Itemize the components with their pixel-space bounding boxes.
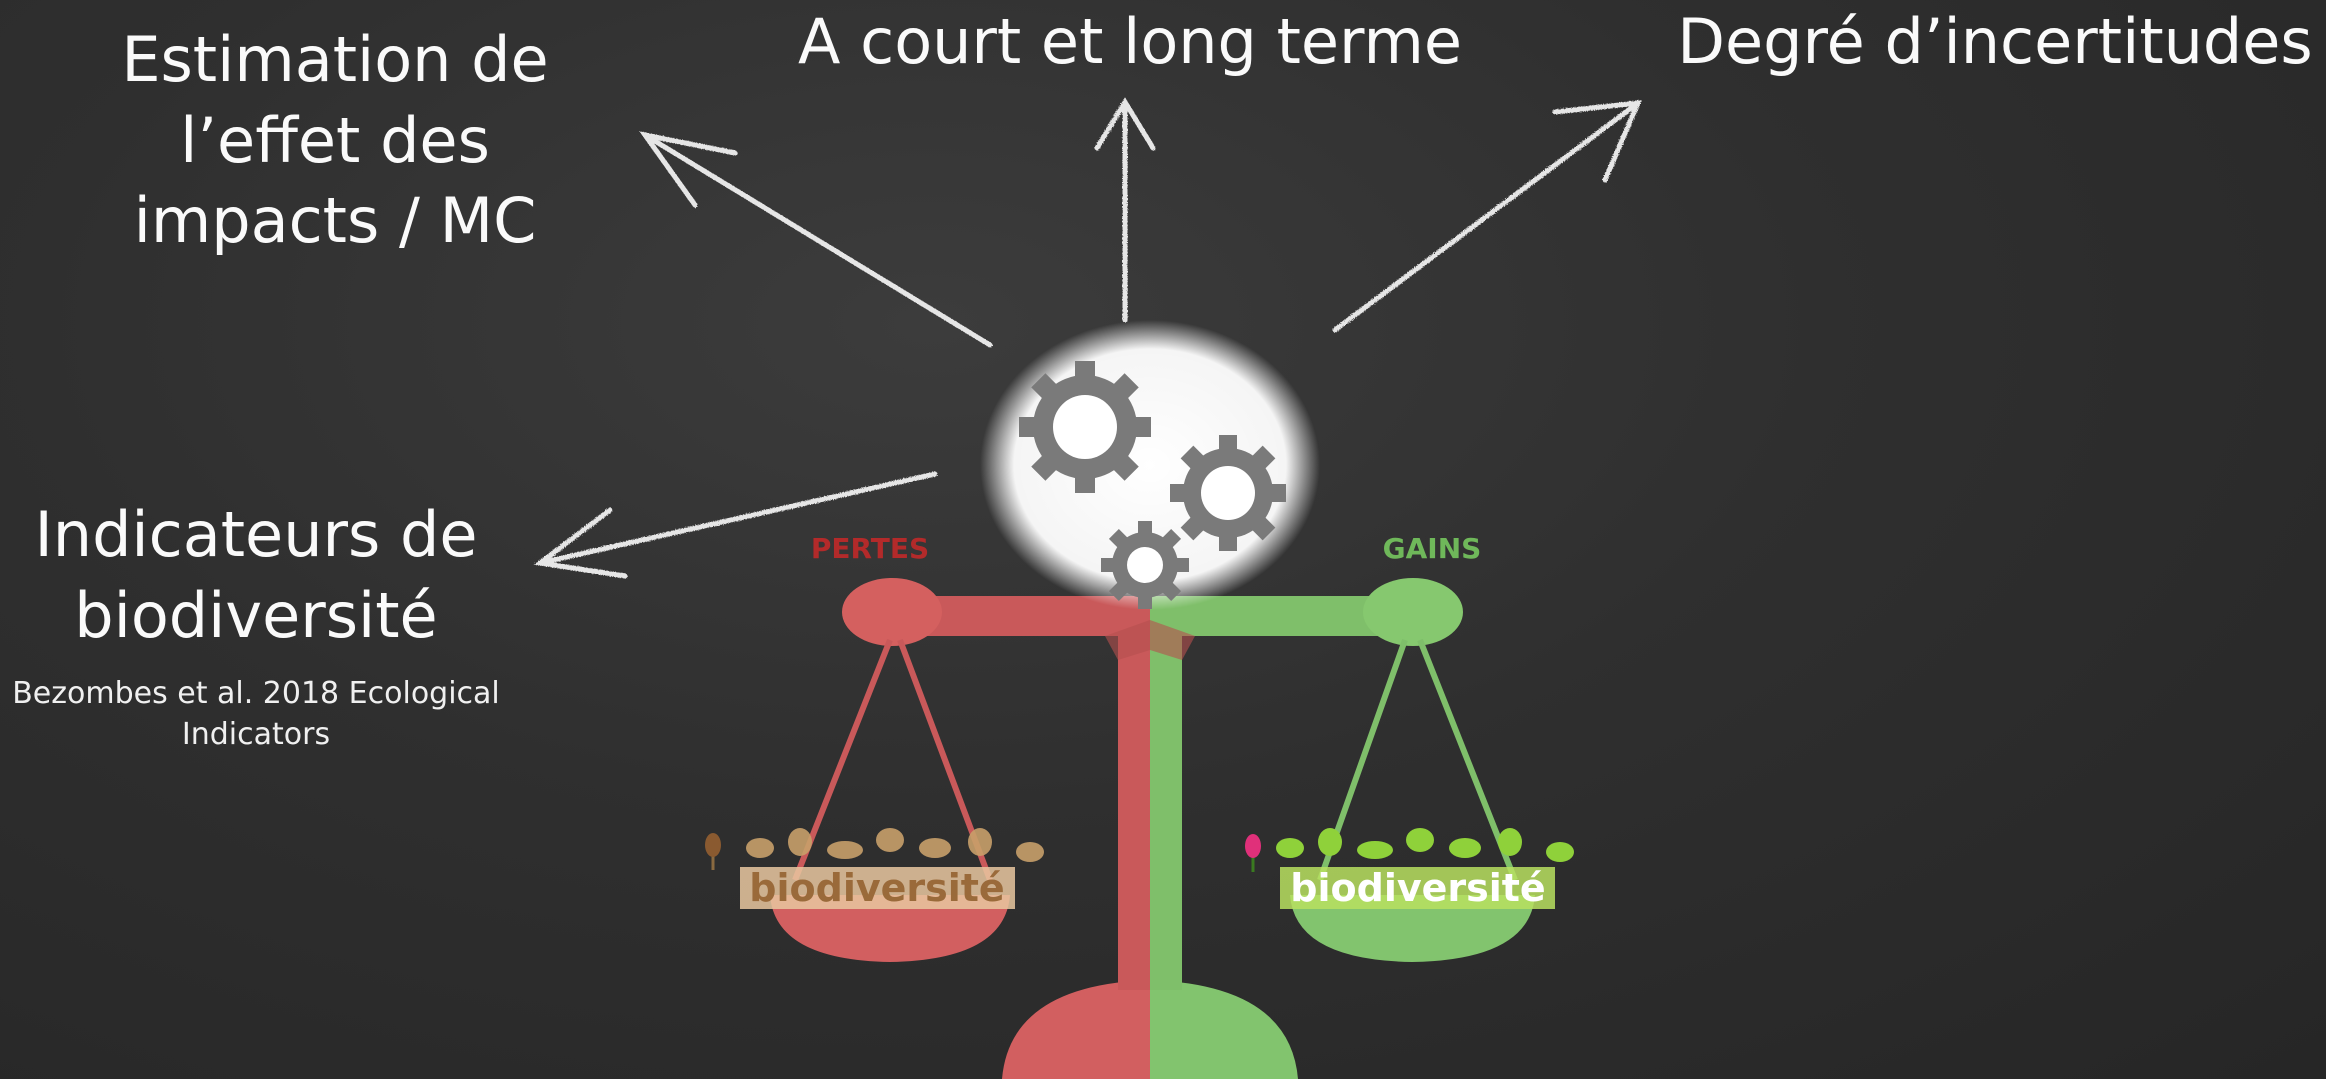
- gains-title: GAINS: [1383, 532, 1482, 565]
- label-court-long-terme: A court et long terme: [797, 5, 1463, 78]
- gear-icon: [1019, 361, 1286, 609]
- arrow-icon: [533, 97, 1642, 579]
- flower-icon: [705, 833, 1261, 872]
- citation-text: Bezombes et al. 2018 Ecological Indicato…: [12, 676, 500, 752]
- label-estimation-effet: Estimation de l’effet des impacts / MC: [121, 23, 549, 258]
- pertes-pan-label: biodiversité: [749, 866, 1004, 910]
- scale-icon: biodiversité biodiversité PERTES GAINS: [705, 532, 1574, 1079]
- gains-pan-label: biodiversité: [1290, 866, 1545, 910]
- label-indicateurs-biodiversite: Indicateurs de biodiversité: [34, 498, 478, 652]
- label-degre-incertitudes: Degré d’incertitudes: [1677, 5, 2313, 78]
- pertes-title: PERTES: [811, 532, 929, 565]
